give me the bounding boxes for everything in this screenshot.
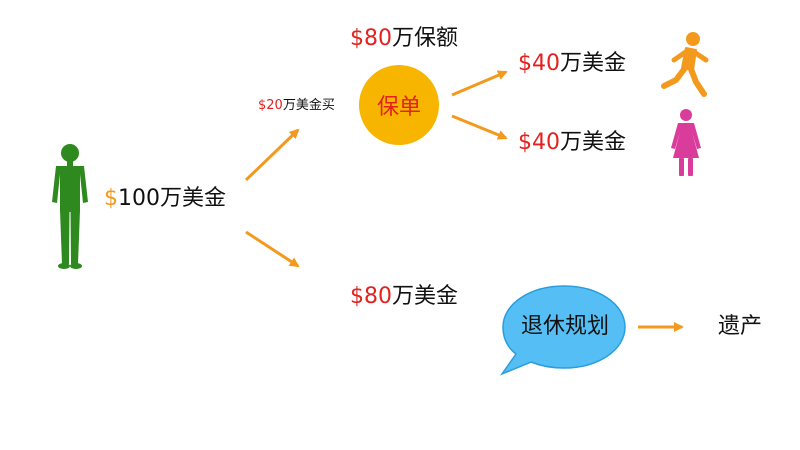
total-amount-label: $100万美金 — [104, 188, 226, 210]
speech-bubble — [499, 285, 626, 376]
woman-icon — [671, 109, 701, 176]
beneficiary-1-label: $40万美金 — [518, 53, 626, 75]
premium-label: $20万美金买 — [258, 94, 335, 113]
beneficiary-2-label: $40万美金 — [518, 132, 626, 154]
beneficiary-1-text: 万美金 — [560, 51, 627, 76]
coverage-text: 万保额 — [392, 26, 459, 51]
coverage-label: $80万保额 — [350, 28, 458, 50]
person-icon — [52, 144, 88, 269]
coverage-amount: $80 — [350, 26, 392, 51]
arrow-to-remaining — [245, 230, 300, 268]
remaining-text: 万美金 — [392, 284, 459, 309]
remaining-amount: $80 — [350, 284, 392, 309]
premium-text: 万美金买 — [282, 98, 335, 113]
policy-label: 保单 — [376, 95, 421, 120]
dollar-symbol: $ — [104, 186, 118, 211]
retirement-label: 退休规划 — [520, 314, 609, 339]
beneficiary-1-amount: $40 — [518, 51, 560, 76]
remaining-amount-label: $80万美金 — [350, 286, 458, 308]
total-amount-text: 100万美金 — [118, 186, 226, 211]
beneficiary-2-text: 万美金 — [560, 130, 627, 155]
legacy-label: 遗产 — [718, 314, 763, 339]
beneficiary-2-amount: $40 — [518, 130, 560, 155]
boy-running-icon — [661, 32, 709, 97]
policy-circle: 保单 — [359, 65, 439, 145]
arrow-to-beneficiary-2 — [451, 114, 508, 140]
arrow-to-beneficiary-1 — [451, 70, 508, 97]
premium-amount: $20 — [258, 98, 283, 113]
arrow-to-policy — [244, 128, 300, 182]
